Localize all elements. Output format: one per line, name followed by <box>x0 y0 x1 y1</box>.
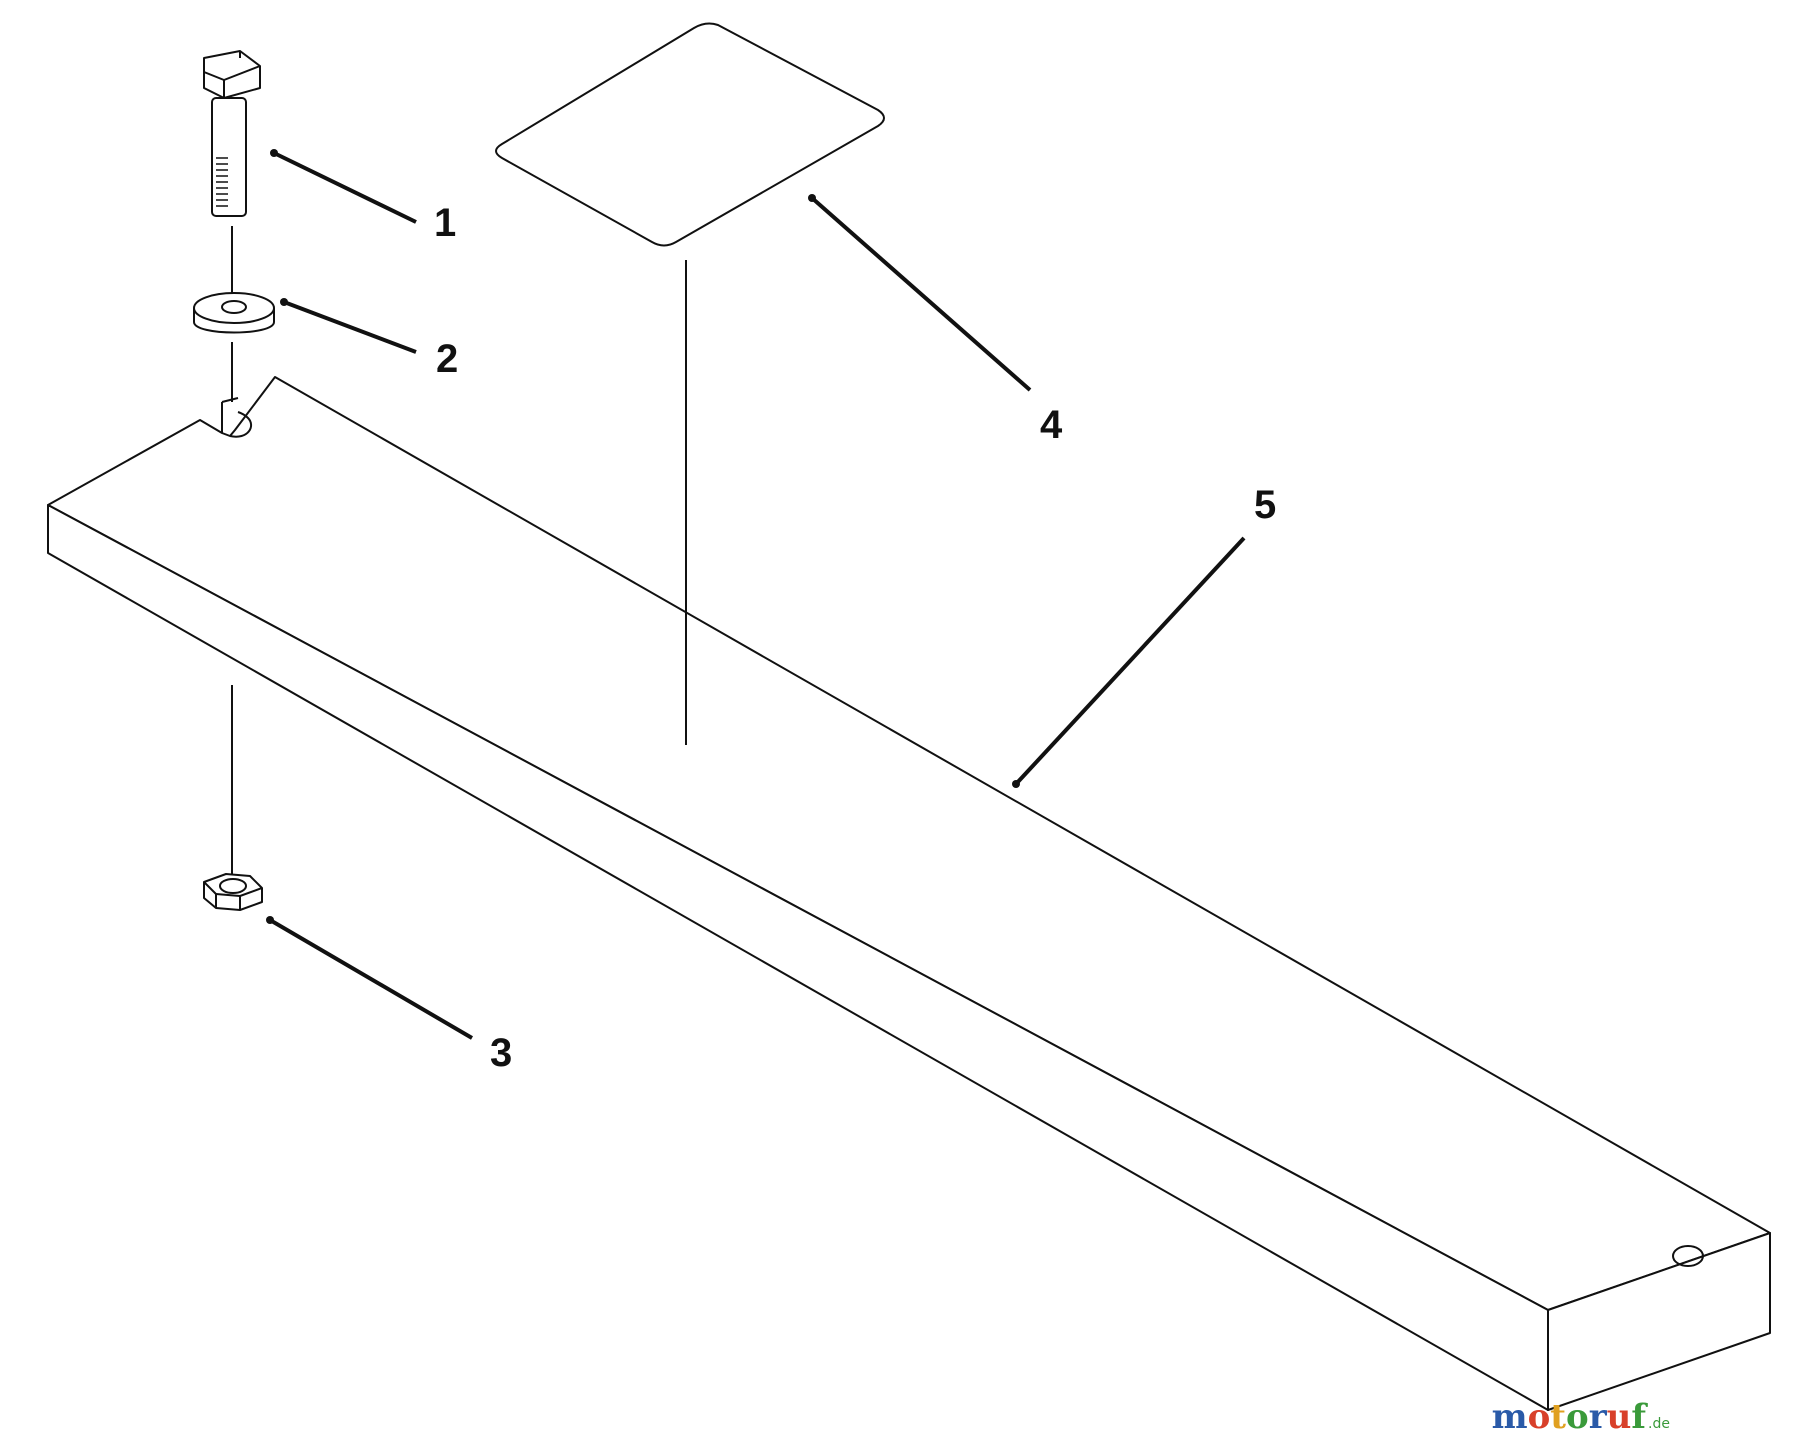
watermark-letter: m <box>1492 1397 1528 1437</box>
motoruf-watermark-logo: motoruf .de <box>1492 1397 1670 1437</box>
leader-lines <box>268 151 1246 1040</box>
bolt-part <box>203 50 261 217</box>
board-part <box>47 376 1771 1411</box>
nut-part <box>203 873 263 911</box>
leader-line-4 <box>810 196 1032 392</box>
callout-label-1: 1 <box>434 201 456 245</box>
board-front-face <box>47 504 1549 1411</box>
board-bolt-hole <box>221 397 253 438</box>
callout-label-3: 3 <box>490 1031 512 1075</box>
leader-line-2 <box>283 300 417 354</box>
watermark-letter: o <box>1528 1397 1551 1437</box>
watermark-tld: .de <box>1648 1416 1670 1432</box>
washer-part <box>193 292 275 334</box>
board-top-face <box>47 376 1771 1311</box>
watermark-letter: o <box>1566 1397 1589 1437</box>
bolt-shank <box>211 97 247 217</box>
bolt-threads <box>216 157 228 207</box>
board-end-face <box>1547 1232 1771 1411</box>
leader-line-1 <box>273 151 417 224</box>
watermark-letter: u <box>1607 1397 1632 1437</box>
callout-label-4: 4 <box>1040 403 1063 447</box>
watermark-letter: f <box>1631 1397 1648 1437</box>
callout-label-5: 5 <box>1254 483 1276 527</box>
decal-part <box>495 22 885 247</box>
watermark-letter: t <box>1550 1397 1566 1437</box>
leader-line-5 <box>1014 536 1246 786</box>
leader-line-3 <box>268 918 474 1040</box>
callout-label-2: 2 <box>436 337 458 381</box>
board-end-hole <box>1672 1245 1704 1267</box>
svg-text:motoruf: motoruf <box>1492 1397 1649 1437</box>
leader-dots <box>266 149 1020 924</box>
watermark-letter: r <box>1589 1397 1608 1437</box>
